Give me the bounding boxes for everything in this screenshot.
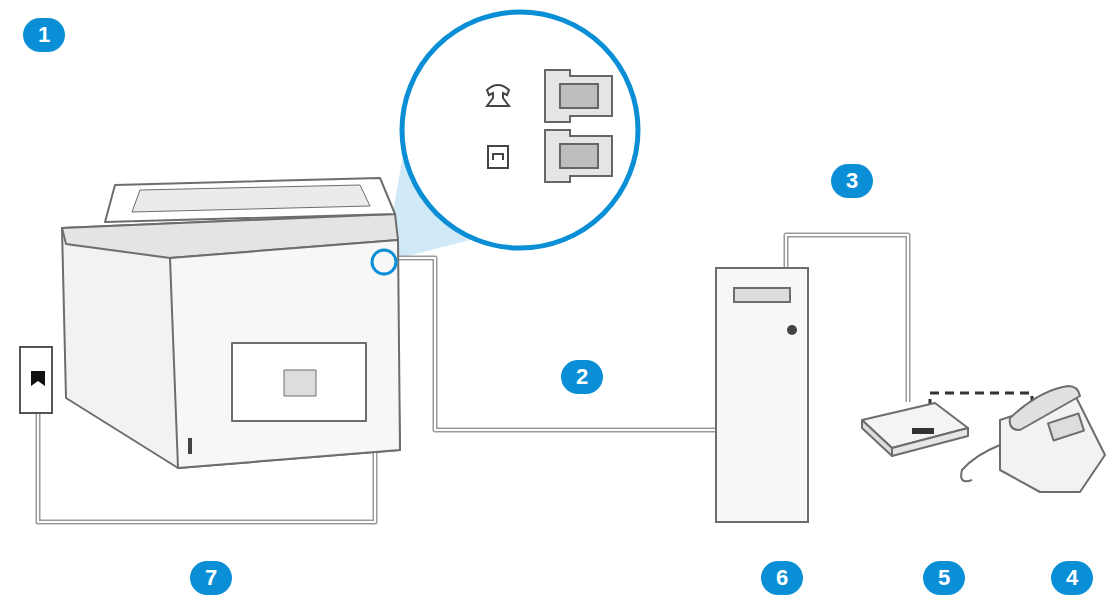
callout-number: 7 [190, 561, 232, 595]
callout-number: 2 [561, 360, 603, 394]
computer [716, 268, 808, 522]
phone-cords [38, 235, 1032, 522]
modem [862, 403, 968, 456]
callout-number: 1 [23, 18, 65, 52]
telephone [961, 386, 1105, 492]
port-zoom [402, 12, 638, 248]
callout-number: 5 [923, 561, 965, 595]
callout-number: 3 [831, 164, 873, 198]
wall-jack [20, 347, 52, 413]
callout-number: 6 [761, 561, 803, 595]
callout-number: 4 [1051, 561, 1093, 595]
printer [62, 178, 400, 468]
